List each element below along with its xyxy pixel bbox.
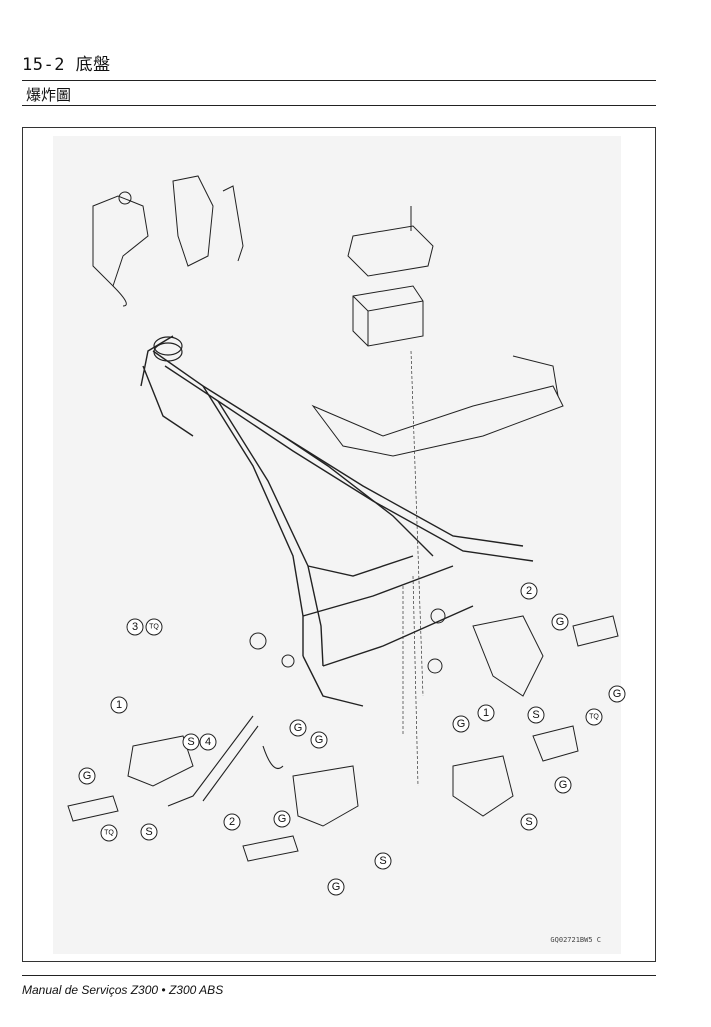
callout-label: 1 <box>116 699 122 711</box>
callout-tq-upper <box>585 708 603 726</box>
callout-label: G <box>332 881 341 893</box>
callout-g-mid-b <box>310 731 328 749</box>
callout-tq-mid <box>145 618 163 636</box>
callout-label: 3 <box>132 621 138 633</box>
callout-2-lower <box>223 813 241 831</box>
callout-label: S <box>145 826 152 838</box>
callout-g-left <box>78 767 96 785</box>
callout-label: S <box>379 855 386 867</box>
callout-label: 2 <box>229 816 235 828</box>
callout-label: G <box>83 770 92 782</box>
section-rule <box>22 105 656 106</box>
callout-label: TQ <box>589 714 599 721</box>
callout-1-left <box>110 696 128 714</box>
callout-s-upper <box>527 706 545 724</box>
callout-s-lower <box>374 852 392 870</box>
callout-2-upper <box>520 582 538 600</box>
rear-footrest-brackets <box>452 615 619 817</box>
battery-assembly <box>347 206 434 347</box>
callout-label: 1 <box>483 707 489 719</box>
upper-brackets <box>92 175 244 307</box>
callout-g-lower-a <box>273 810 291 828</box>
assembly-lines <box>402 350 424 787</box>
front-footrests <box>67 735 359 862</box>
callout-s-left <box>140 823 158 841</box>
callout-labels: 2 G G S TQ 3 TQ 1 S 4 G G G 1 G S TQ G S… <box>83 585 622 893</box>
callout-g-rear-b <box>554 776 572 794</box>
callout-label: G <box>278 813 287 825</box>
frame-exploded-drawing <box>67 175 619 862</box>
callout-circles <box>78 582 626 896</box>
rear-tray <box>311 355 564 457</box>
callout-label: TQ <box>149 624 159 631</box>
callout-g-upper-a <box>551 613 569 631</box>
callout-label: G <box>294 722 303 734</box>
figure-drawing-area: GQ02721BW5 C <box>53 136 621 954</box>
grommets <box>249 608 446 674</box>
callout-label: G <box>315 734 324 746</box>
exploded-view-figure: GQ02721BW5 C <box>22 127 656 962</box>
callout-layer: 2 G G S TQ 3 TQ 1 S 4 G G G 1 G S TQ G S… <box>78 582 626 896</box>
head-stock <box>153 336 183 362</box>
callout-label: 4 <box>205 736 211 748</box>
callout-g-mid-a <box>289 719 307 737</box>
callout-3 <box>126 618 144 636</box>
callout-label: G <box>559 779 568 791</box>
callout-label: S <box>525 816 532 828</box>
callout-4 <box>199 733 217 751</box>
main-frame <box>140 335 534 707</box>
callout-1-rear <box>477 704 495 722</box>
callout-label: G <box>613 688 622 700</box>
page-header: 15-2 底盤 <box>22 55 111 75</box>
callout-label: G <box>556 616 565 628</box>
figure-code: GQ02721BW5 C <box>550 936 601 944</box>
side-stand <box>167 715 284 807</box>
footer-text: Manual de Serviços Z300 • Z300 ABS <box>22 983 224 997</box>
callout-tq-left <box>100 824 118 842</box>
callout-s-4 <box>182 733 200 751</box>
footer-rule <box>22 975 656 976</box>
callout-label: S <box>532 709 539 721</box>
callout-g-rear <box>452 715 470 733</box>
callout-g-lower-b <box>327 878 345 896</box>
callout-label: G <box>457 718 466 730</box>
section-title: 爆炸圖 <box>26 86 72 104</box>
header-rule <box>22 80 656 81</box>
callout-label: TQ <box>104 830 114 837</box>
callout-g-upper-b <box>608 685 626 703</box>
callout-label: 2 <box>526 585 532 597</box>
callout-label: S <box>187 736 194 748</box>
callout-s-rear <box>520 813 538 831</box>
